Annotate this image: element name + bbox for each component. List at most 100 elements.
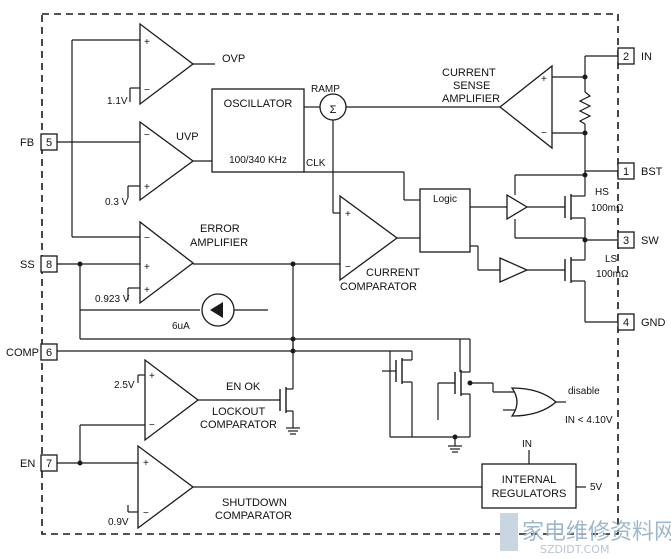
- svg-text:−: −: [144, 85, 150, 96]
- pin-en: 7 EN: [20, 454, 58, 472]
- oscillator-freq: 100/340 KHz: [229, 155, 287, 166]
- en-ok-label: EN OK: [226, 381, 261, 393]
- sense-resistor: [578, 91, 592, 125]
- pin-gnd: 4 GND: [617, 313, 666, 331]
- internal-reg-label-2: REGULATORS: [492, 488, 567, 500]
- pin-bst-label: BST: [641, 166, 663, 178]
- ref-2-5v: 2.5V: [114, 380, 135, 391]
- reg-out-label: 5V: [590, 482, 603, 493]
- svg-text:−: −: [541, 128, 547, 139]
- current-comp-label-1: CURRENT: [366, 267, 420, 279]
- pin-in: 2 IN: [617, 47, 652, 65]
- svg-text:+: +: [345, 209, 351, 220]
- current-sense-label-3: AMPLIFIER: [442, 93, 500, 105]
- shutdown-label-2: COMPARATOR: [215, 510, 292, 522]
- error-amp-label-2: AMPLIFIER: [190, 237, 248, 249]
- chip-boundary: [41, 13, 619, 535]
- uvp-comparator: − + UVP: [139, 120, 199, 202]
- lockout-label-2: COMPARATOR: [200, 419, 277, 431]
- hs-label: HS: [595, 187, 609, 198]
- svg-text:+: +: [143, 458, 149, 469]
- pin-in-label: IN: [641, 51, 652, 63]
- disable-or-gate: disable IN < 4.10V: [510, 386, 613, 426]
- svg-text:+: +: [144, 262, 150, 273]
- ovp-comparator: + − OVP: [139, 22, 245, 106]
- in-lt-label: IN < 4.10V: [565, 415, 613, 426]
- pin-sw-label: SW: [641, 235, 659, 247]
- svg-text:−: −: [143, 508, 149, 519]
- lockout-label-1: LOCKOUT: [212, 406, 265, 418]
- pin-in-number: 2: [623, 51, 629, 63]
- svg-text:+: +: [144, 285, 150, 296]
- clk-label: CLK: [306, 158, 326, 169]
- hs-mosfet: HS 100mΩ: [564, 187, 624, 220]
- ls-driver: [499, 256, 529, 284]
- ref-1-1v: 1.1V: [107, 96, 128, 107]
- svg-text:+: +: [541, 74, 547, 85]
- ref-0-3v: 0.3 V: [105, 197, 129, 208]
- ovp-label: OVP: [222, 53, 245, 65]
- current-sense-amplifier: + − CURRENT SENSE AMPLIFIER: [442, 64, 553, 150]
- pin-comp-number: 6: [46, 347, 52, 359]
- pin-bst-number: 1: [623, 166, 629, 178]
- svg-text:−: −: [345, 262, 351, 273]
- svg-text:−: −: [144, 233, 150, 244]
- oscillator-label: OSCILLATOR: [224, 98, 293, 110]
- pin-comp: 6 COMP: [6, 343, 58, 361]
- summer-node: Σ: [319, 93, 347, 121]
- uvp-label: UVP: [176, 131, 199, 143]
- pin-comp-label: COMP: [6, 347, 39, 359]
- ls-label: LS: [605, 254, 618, 265]
- svg-text:−: −: [144, 130, 150, 141]
- pin-fb-label: FB: [20, 137, 34, 149]
- svg-text:−: −: [149, 420, 155, 431]
- current-sense-label-2: SENSE: [453, 80, 490, 92]
- pin-en-number: 7: [46, 458, 52, 470]
- logic-block: Logic: [419, 188, 471, 253]
- logic-label: Logic: [433, 194, 457, 205]
- current-comparator: + − CURRENT COMPARATOR: [339, 194, 420, 293]
- pin-gnd-label: GND: [641, 317, 666, 329]
- disable-label: disable: [568, 386, 600, 397]
- pin-gnd-number: 4: [623, 317, 629, 329]
- ground-symbol-2: [448, 445, 462, 453]
- svg-text:+: +: [149, 371, 155, 382]
- watermark-sub: SZDIDT.COM: [540, 543, 609, 556]
- summer-sigma: Σ: [330, 104, 337, 116]
- ground-symbol: [286, 427, 300, 435]
- reg-in-label: IN: [522, 439, 532, 450]
- ref-0-9v: 0.9V: [108, 517, 129, 528]
- pin-bst: 1 BST: [617, 162, 663, 180]
- shutdown-comparator: + − SHUTDOWN COMPARATOR: [137, 444, 292, 530]
- pin-fb: 5 FB: [20, 133, 58, 151]
- ls-mosfet: LS 100mΩ: [564, 254, 629, 283]
- ramp-label: RAMP: [311, 84, 340, 95]
- watermark: 家电维修资料网 SZDIDT.COM: [500, 513, 671, 556]
- pin-en-label: EN: [20, 458, 35, 470]
- ref-0-923v: 0.923 V: [95, 294, 130, 305]
- current-sense-label-1: CURRENT: [442, 67, 496, 79]
- ls-value: 100mΩ: [596, 269, 629, 280]
- pin-fb-number: 5: [46, 137, 52, 149]
- en-ok-mosfet: [279, 387, 293, 413]
- svg-text:+: +: [144, 37, 150, 48]
- svg-text:+: +: [144, 182, 150, 193]
- pin-sw-number: 3: [623, 235, 629, 247]
- current-comp-label-2: COMPARATOR: [340, 281, 417, 293]
- oscillator-block: OSCILLATOR 100/340 KHz: [211, 88, 305, 173]
- pin-ss: 8 SS: [20, 255, 58, 273]
- error-amplifier: − + + ERROR AMPLIFIER: [139, 220, 248, 305]
- hs-driver: [506, 193, 529, 221]
- internal-reg-label-1: INTERNAL: [502, 474, 556, 486]
- watermark-text: 家电维修资料网: [522, 520, 671, 545]
- internal-regulators-block: INTERNAL REGULATORS: [481, 463, 577, 509]
- shutdown-label-1: SHUTDOWN: [222, 497, 287, 509]
- current-source-6ua: [201, 293, 235, 327]
- pin-ss-label: SS: [20, 259, 35, 271]
- error-amp-label-1: ERROR: [200, 223, 240, 235]
- pin-ss-number: 8: [46, 259, 52, 271]
- pin-sw: 3 SW: [617, 231, 659, 249]
- discharge-mosfet-1: [395, 358, 412, 384]
- ref-6ua: 6uA: [172, 321, 190, 332]
